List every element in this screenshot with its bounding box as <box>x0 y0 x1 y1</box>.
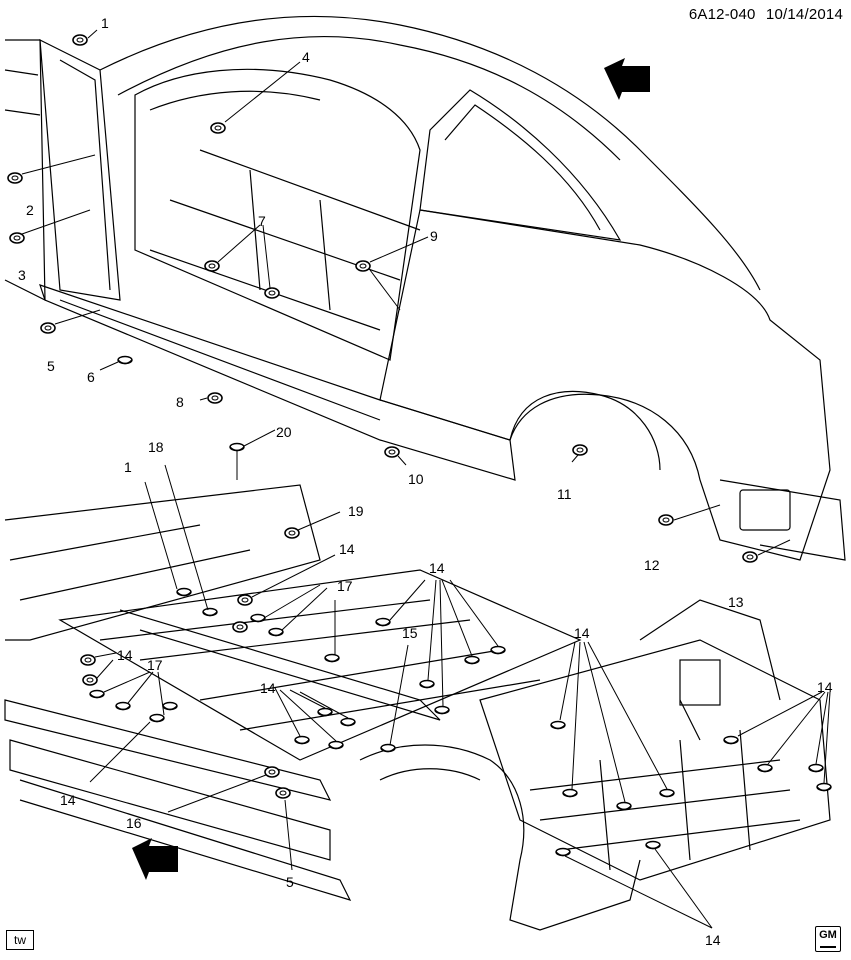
callout-5: 5 <box>286 874 294 890</box>
callout-7: 7 <box>258 213 266 229</box>
callout-labels: 1 2 3 4 5 6 7 8 9 10 11 12 13 14 14 14 1… <box>18 15 833 948</box>
upper-body-side-view <box>4 15 846 561</box>
callout-14: 14 <box>117 647 133 663</box>
frt-arrow-lower: FRT <box>132 838 178 880</box>
callout-6: 6 <box>87 369 95 385</box>
callout-12: 12 <box>644 557 660 573</box>
gm-logo: GM <box>815 926 841 952</box>
callout-1: 1 <box>101 15 109 31</box>
lower-underbody-view <box>4 484 831 931</box>
callout-1: 1 <box>124 459 132 475</box>
upper-parts <box>7 29 791 563</box>
frt-arrow-upper: FRT <box>604 58 650 100</box>
callout-9: 9 <box>430 228 438 244</box>
callout-4: 4 <box>302 49 310 65</box>
callout-14: 14 <box>574 625 590 641</box>
callout-15: 15 <box>402 625 418 641</box>
callout-17: 17 <box>337 578 353 594</box>
callout-14: 14 <box>429 560 445 576</box>
callout-19: 19 <box>348 503 364 519</box>
gm-logo-text: GM <box>819 929 837 941</box>
callout-13: 13 <box>728 594 744 610</box>
frt-label-lower: FRT <box>156 863 177 875</box>
callout-14: 14 <box>705 932 721 948</box>
tw-badge: tw <box>6 930 34 950</box>
callout-2: 2 <box>26 202 34 218</box>
callout-17: 17 <box>147 657 163 673</box>
diagram-code: 6A12-040 <box>688 6 756 23</box>
callout-20: 20 <box>276 424 292 440</box>
callout-3: 3 <box>18 267 26 283</box>
callout-14: 14 <box>817 679 833 695</box>
callout-16: 16 <box>126 815 142 831</box>
gm-logo-bar <box>820 946 836 948</box>
callout-8: 8 <box>176 394 184 410</box>
callout-18: 18 <box>148 439 164 455</box>
callout-10: 10 <box>408 471 424 487</box>
callout-5: 5 <box>47 358 55 374</box>
callout-14: 14 <box>60 792 76 808</box>
callout-11: 11 <box>557 486 572 502</box>
diagram-header: 6A12-040 10/14/2014 <box>689 6 843 23</box>
diagram-date: 10/14/2014 <box>765 6 843 23</box>
frt-label-upper: FRT <box>628 83 649 95</box>
callout-14: 14 <box>260 680 276 696</box>
callout-14: 14 <box>339 541 355 557</box>
lower-parts <box>80 429 832 929</box>
